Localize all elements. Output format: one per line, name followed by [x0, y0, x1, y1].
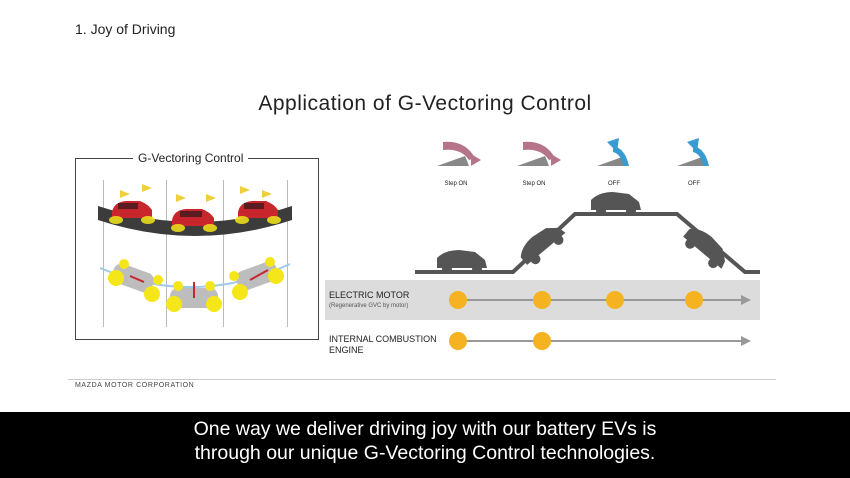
guide-line — [103, 180, 104, 327]
caption-line: One way we deliver driving joy with our … — [193, 418, 657, 440]
caption-bar: One way we deliver driving joy with our … — [0, 412, 850, 478]
curved-road — [98, 206, 292, 236]
topview-car-center-icon — [166, 281, 222, 312]
car-flat-icon — [437, 250, 487, 274]
pedal-label: OFF — [608, 181, 620, 187]
gvc-illustration — [98, 184, 292, 312]
activation-dot — [606, 291, 624, 309]
activation-dot — [533, 291, 551, 309]
pedal-label: OFF — [688, 181, 700, 187]
pedal-off-icon — [677, 138, 709, 166]
topview-car-left-icon — [108, 259, 163, 302]
caption-line: through our unique G-Vectoring Control t… — [194, 442, 656, 464]
activation-dot — [685, 291, 703, 309]
hill-road — [415, 212, 760, 274]
pedal-step-on-icon — [437, 141, 481, 166]
slide: 1. Joy of Driving Application of G-Vecto… — [0, 0, 850, 412]
car-top-icon — [591, 192, 641, 216]
car-downhill-icon — [683, 228, 726, 269]
pedal-label: Step ON — [444, 181, 468, 187]
pedal-label: Step ON — [522, 181, 546, 187]
section-heading: 1. Joy of Driving — [75, 21, 176, 37]
electric-motor-title: ELECTRIC MOTOR — [329, 290, 410, 300]
electric-motor-subtitle: (Regenerative GVC by motor) — [329, 303, 409, 309]
ice-label-line2: ENGINE — [329, 345, 364, 355]
activation-dot — [449, 332, 467, 350]
pedal-step-on-icon — [517, 141, 561, 166]
activation-dot — [533, 332, 551, 350]
pedal-off-icon — [597, 138, 629, 166]
car-right-icon — [238, 201, 278, 218]
ice-label: INTERNAL COMBUSTION ENGINE — [329, 334, 437, 356]
arrow-head-icon — [741, 295, 751, 305]
gvc-panel-label: G-Vectoring Control — [133, 151, 249, 165]
slide-title: Application of G-Vectoring Control — [258, 92, 592, 115]
electric-motor-label: ELECTRIC MOTOR (Regenerative GVC by moto… — [329, 290, 409, 312]
guide-line — [166, 180, 167, 327]
electric-timeline — [458, 299, 742, 301]
arrow-head-icon — [741, 336, 751, 346]
ice-label-line1: INTERNAL COMBUSTION — [329, 334, 437, 344]
corporation-name: MAZDA MOTOR CORPORATION — [75, 382, 195, 389]
car-uphill-icon — [520, 227, 566, 265]
guide-line — [287, 180, 288, 327]
guide-line — [223, 180, 224, 327]
tyre-glow-icon — [109, 216, 281, 232]
topview-car-right-icon — [229, 257, 284, 300]
pedal-illustrations — [437, 138, 709, 166]
ice-timeline — [458, 340, 742, 342]
activation-dot — [449, 291, 467, 309]
load-arrows-icon — [120, 184, 272, 202]
car-left-icon — [112, 201, 152, 218]
car-center-icon — [172, 209, 214, 226]
footer-divider — [68, 379, 776, 380]
hill-road-illustration — [415, 192, 760, 274]
